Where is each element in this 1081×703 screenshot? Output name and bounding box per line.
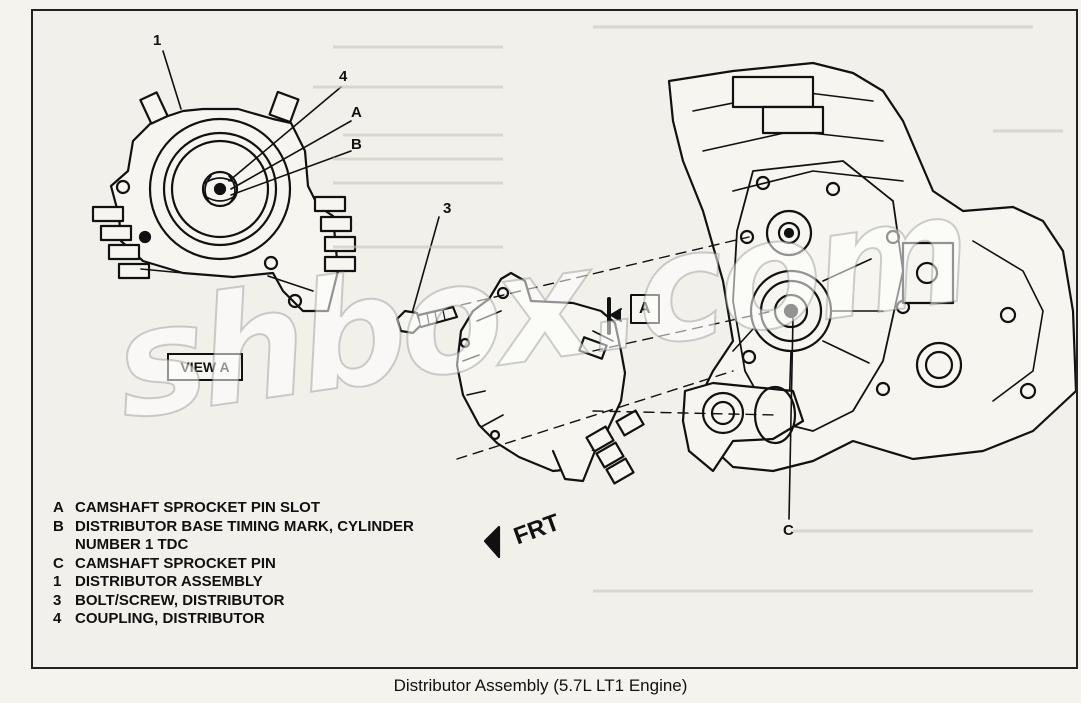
legend-key: C [53,554,64,572]
callout-4: 4 [339,68,348,85]
view-a-arrow [607,294,660,335]
legend-key: A [53,499,64,516]
legend-row: A CAMSHAFT SPROCKET PIN SLOT [53,499,414,518]
view-a-label: VIEW A [167,353,243,381]
engine-front-cover [667,61,1076,473]
legend-text: DISTRIBUTOR ASSEMBLY [75,573,263,590]
legend-row: B DISTRIBUTOR BASE TIMING MARK, CYLINDER … [53,518,414,555]
view-a-arrow-label: A [639,300,651,317]
figure-caption: Distributor Assembly (5.7L LT1 Engine) [393,676,688,695]
distributor-view-a [91,90,357,313]
front-arrow-icon [483,525,501,559]
legend-row: 3 BOLT/SCREW, DISTRIBUTOR [53,592,414,611]
legend-text: BOLT/SCREW, DISTRIBUTOR [75,591,285,609]
legend-text: DISTRIBUTOR BASE TIMING MARK, CYLINDER N… [75,517,414,554]
legend: A CAMSHAFT SPROCKET PIN SLOT B DISTRIBUTOR … [53,499,414,629]
legend-key: 1 [53,573,62,590]
distributor-exploded [455,271,645,485]
legend-row: 1 DISTRIBUTOR ASSEMBLY [53,573,414,592]
callout-b: B [351,136,362,153]
callout-3: 3 [443,200,452,217]
distributor-bolt [395,305,459,335]
diagram-artwork [91,25,1076,593]
legend-text: CAMSHAFT SPROCKET PIN [75,554,276,572]
legend-text: CAMSHAFT SPROCKET PIN SLOT [75,499,321,516]
legend-key: B [53,517,64,535]
legend-row: 4 COUPLING, DISTRIBUTOR [53,610,414,629]
callout-c: C [783,522,794,539]
legend-row: C CAMSHAFT SPROCKET PIN [53,555,414,574]
legend-key: 4 [53,610,62,627]
callout-a: A [351,104,362,121]
callout-1: 1 [153,32,162,49]
legend-key: 3 [53,591,62,609]
legend-text: COUPLING, DISTRIBUTOR [75,610,265,627]
